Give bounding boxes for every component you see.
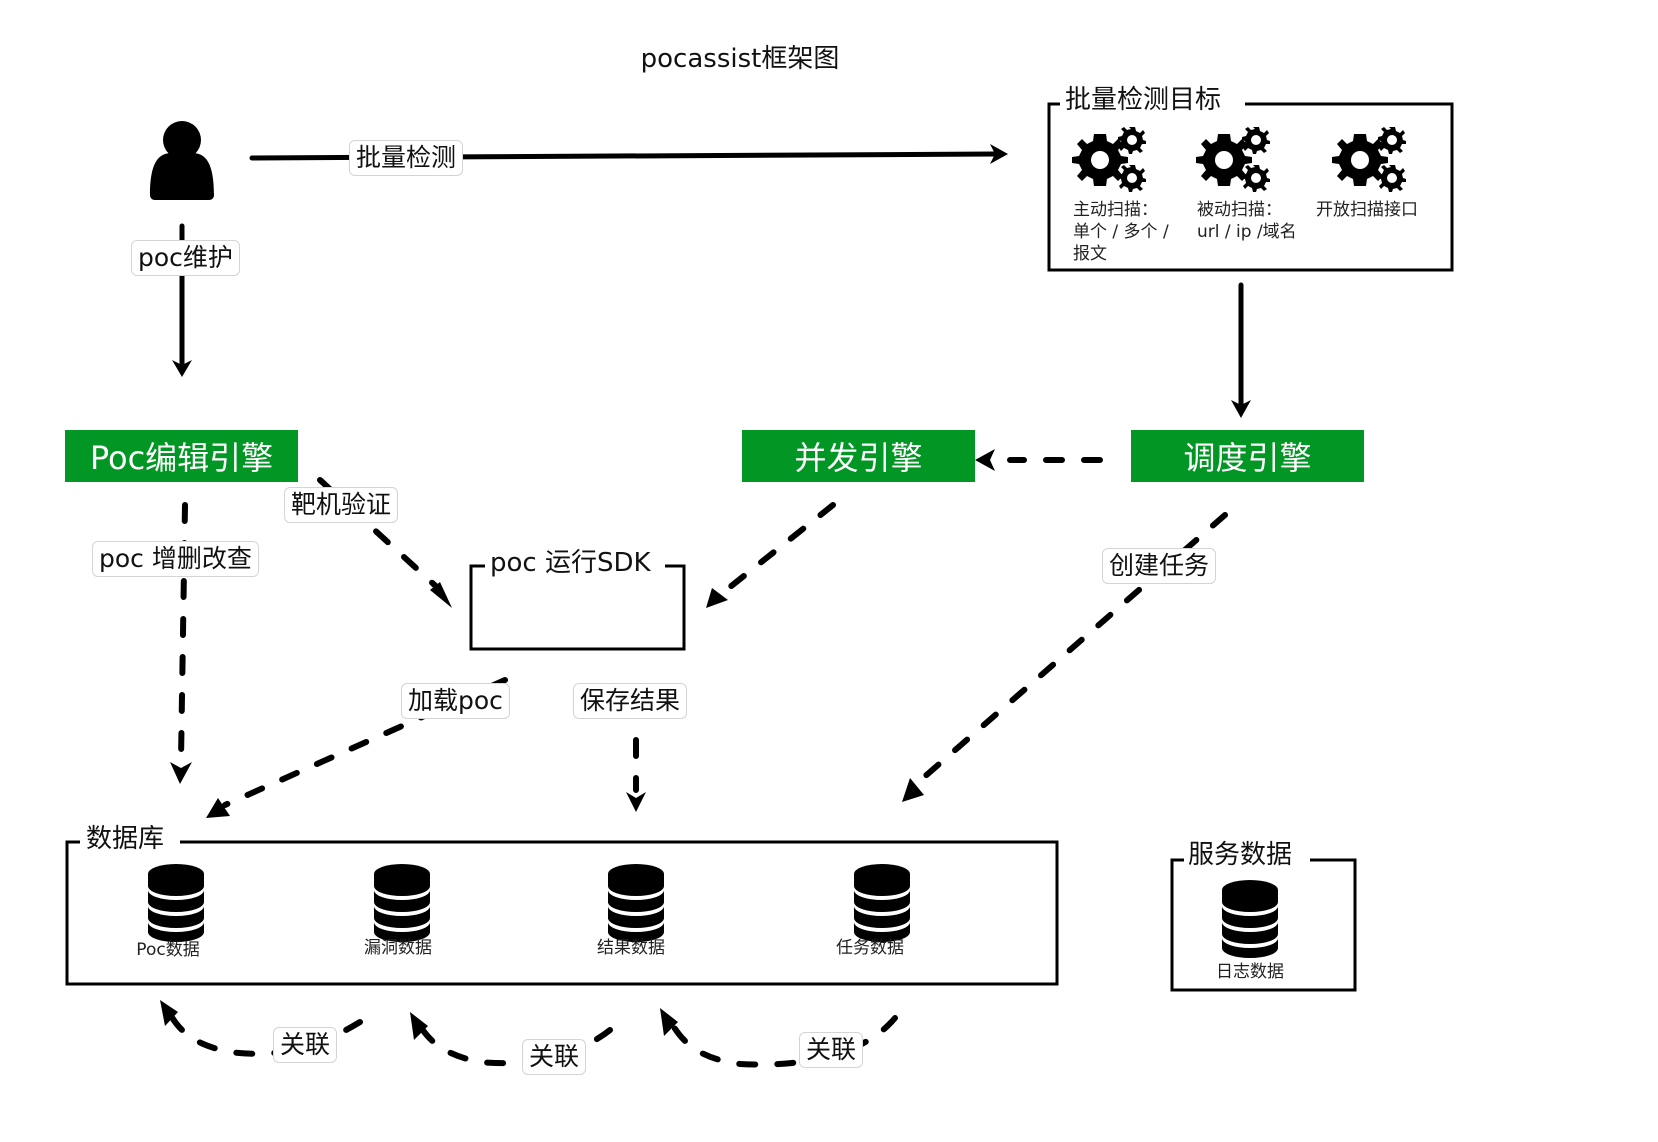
edge-relate-2-line bbox=[415, 1019, 613, 1067]
db-label-vuln-data: 漏洞数据 bbox=[364, 938, 432, 958]
db-label-log-data: 日志数据 bbox=[1216, 962, 1284, 982]
target-item-passive-scan: 被动扫描： url / ip /域名 bbox=[1197, 200, 1297, 242]
edge-label-batch-detect: 批量检测 bbox=[349, 140, 464, 176]
arrowhead-relate-3 bbox=[660, 1008, 678, 1036]
arrowhead-relate-2 bbox=[410, 1012, 428, 1040]
edge-relate-3-line bbox=[667, 1015, 898, 1068]
arrowhead-poc-maintain bbox=[172, 360, 192, 377]
gears-icon bbox=[1332, 127, 1406, 192]
database-title: 数据库 bbox=[82, 824, 169, 854]
user-icon bbox=[150, 121, 214, 200]
edge-concurrency-to-sdk-line bbox=[717, 502, 836, 598]
edge-label-relate-3: 关联 bbox=[799, 1032, 864, 1068]
edge-label-relate-2: 关联 bbox=[522, 1039, 587, 1075]
sdk-title: poc 运行SDK bbox=[486, 548, 655, 578]
arrowhead-load-poc bbox=[206, 798, 230, 818]
edge-label-poc-crud: poc 增删改查 bbox=[92, 541, 259, 577]
database-icon bbox=[374, 864, 430, 942]
targets-title: 批量检测目标 bbox=[1061, 85, 1226, 115]
edge-label-save-result: 保存结果 bbox=[573, 683, 688, 719]
arrowhead-create-task bbox=[902, 778, 924, 802]
edge-create-task-line bbox=[912, 512, 1228, 788]
service-data-title: 服务数据 bbox=[1184, 840, 1297, 870]
database-icon bbox=[148, 864, 204, 942]
arrowhead-poc-crud bbox=[170, 762, 192, 784]
edge-target-verify-line bbox=[317, 477, 443, 593]
arrowhead-save-result bbox=[626, 792, 646, 812]
edge-label-create-task: 创建任务 bbox=[1102, 548, 1217, 584]
gears-icon bbox=[1072, 127, 1146, 192]
diagram-title: pocassist框架图 bbox=[640, 44, 840, 74]
db-label-task-data: 任务数据 bbox=[836, 938, 904, 958]
service-data-frame bbox=[1170, 858, 1357, 992]
database-icon bbox=[854, 864, 910, 942]
arrowhead-relate-1 bbox=[160, 1000, 178, 1026]
scheduler-engine[interactable]: 调度引擎 bbox=[1131, 430, 1364, 482]
edge-label-relate-1: 关联 bbox=[273, 1027, 338, 1063]
arrowhead-targets-to-scheduler bbox=[1231, 400, 1251, 418]
arrowhead-batch-detect bbox=[990, 144, 1008, 164]
edge-relate-1-line bbox=[165, 1007, 363, 1057]
target-item-active-scan: 主动扫描： 单个 / 多个 / 报文 bbox=[1073, 200, 1169, 264]
arrowhead-target-verify bbox=[430, 582, 452, 608]
poc-editor-engine[interactable]: Poc编辑引擎 bbox=[65, 430, 298, 482]
concurrency-engine[interactable]: 并发引擎 bbox=[742, 430, 975, 482]
db-label-result-data: 结果数据 bbox=[597, 938, 665, 958]
edge-label-poc-maintain: poc维护 bbox=[131, 240, 240, 276]
arrowhead-to-concurrency bbox=[975, 449, 995, 471]
arrowhead-concurrency-to-sdk bbox=[706, 588, 728, 608]
database-frame bbox=[65, 840, 1059, 986]
sdk-frame bbox=[469, 564, 686, 651]
database-icon bbox=[608, 864, 664, 942]
db-label-poc-data: Poc数据 bbox=[136, 940, 200, 960]
target-item-open-api: 开放扫描接口 bbox=[1316, 200, 1418, 220]
edge-label-load-poc: 加载poc bbox=[401, 683, 510, 719]
targets-frame bbox=[1047, 102, 1454, 272]
database-icon bbox=[1222, 880, 1278, 958]
gears-icon bbox=[1196, 127, 1270, 192]
edge-label-target-verify: 靶机验证 bbox=[284, 487, 399, 523]
